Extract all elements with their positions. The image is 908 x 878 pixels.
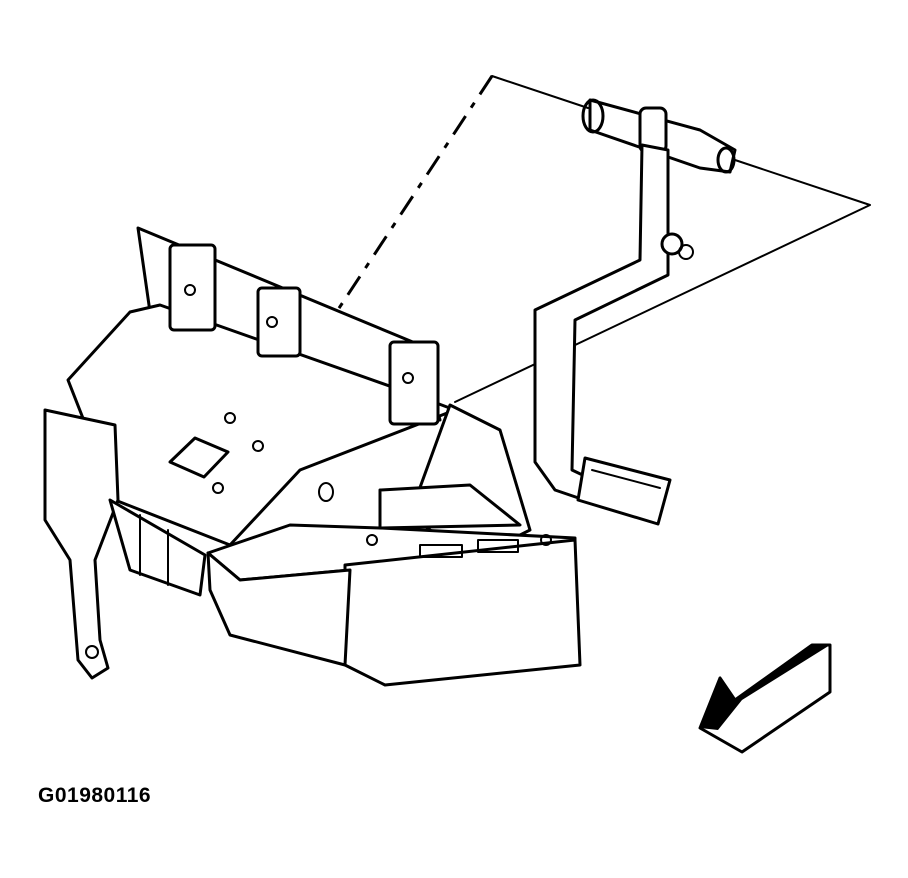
mount-tab-1	[168, 243, 217, 332]
pedal-box-housing	[206, 403, 582, 687]
forward-direction-arrow-icon	[698, 643, 832, 754]
mount-tab-2	[256, 286, 302, 358]
pivot-tube-end-right	[716, 146, 736, 174]
figure-code-label: G01980116	[38, 784, 152, 807]
pivot-tube-end-left	[581, 98, 605, 134]
pedal-arm	[533, 143, 670, 510]
callout-line-top	[491, 75, 589, 109]
mount-tab-3	[388, 340, 440, 426]
housing-slot-2	[477, 539, 519, 553]
plate-square-cutout	[168, 436, 230, 479]
housing-rear-box	[378, 483, 522, 530]
pedal-stop-bolt	[660, 232, 684, 256]
pedal-pad	[576, 456, 672, 526]
brake-pedal-assembly	[533, 98, 737, 526]
housing-slot-1	[419, 544, 463, 558]
arrow-shadow	[700, 645, 830, 730]
bracket-left-leg	[43, 408, 120, 680]
housing-front-block	[343, 538, 582, 687]
bracket-lower-box	[108, 498, 207, 597]
support-bracket	[43, 226, 457, 680]
bracket-mount-hole	[85, 645, 99, 659]
callout-line-right	[454, 159, 871, 403]
housing-side-wall	[206, 551, 352, 667]
